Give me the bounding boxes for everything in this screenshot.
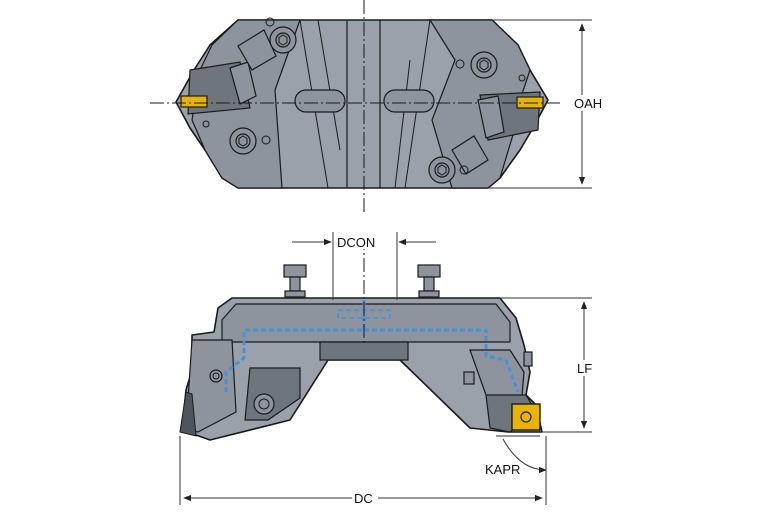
kapr-label: KAPR — [485, 462, 520, 477]
top-left-slot — [294, 89, 346, 113]
left-insert — [180, 95, 208, 108]
dcon-label: DCON — [337, 235, 375, 250]
screw-icon — [269, 26, 297, 54]
center-recess — [319, 341, 409, 361]
screw-icon — [428, 156, 456, 184]
oah-label: OAH — [574, 96, 602, 111]
top-view — [150, 0, 560, 212]
dc-label: DC — [354, 491, 373, 506]
right-wedge — [451, 135, 489, 175]
kapr-dimension: KAPR — [485, 435, 547, 477]
screw-icon — [470, 51, 498, 79]
side-insert — [511, 403, 541, 431]
right-mounting-pin — [417, 264, 441, 298]
left-wedge — [237, 29, 277, 71]
screw-icon — [229, 127, 257, 155]
oah-dimension: OAH — [488, 19, 615, 189]
lf-dimension: LF — [500, 297, 602, 433]
lf-label: LF — [577, 361, 592, 376]
right-pocket — [469, 349, 525, 397]
left-mounting-pin — [283, 264, 307, 298]
side-view — [179, 236, 543, 441]
top-right-slot — [383, 89, 435, 113]
dcon-dimension: DCON — [292, 232, 436, 300]
dc-dimension: DC — [179, 436, 547, 506]
